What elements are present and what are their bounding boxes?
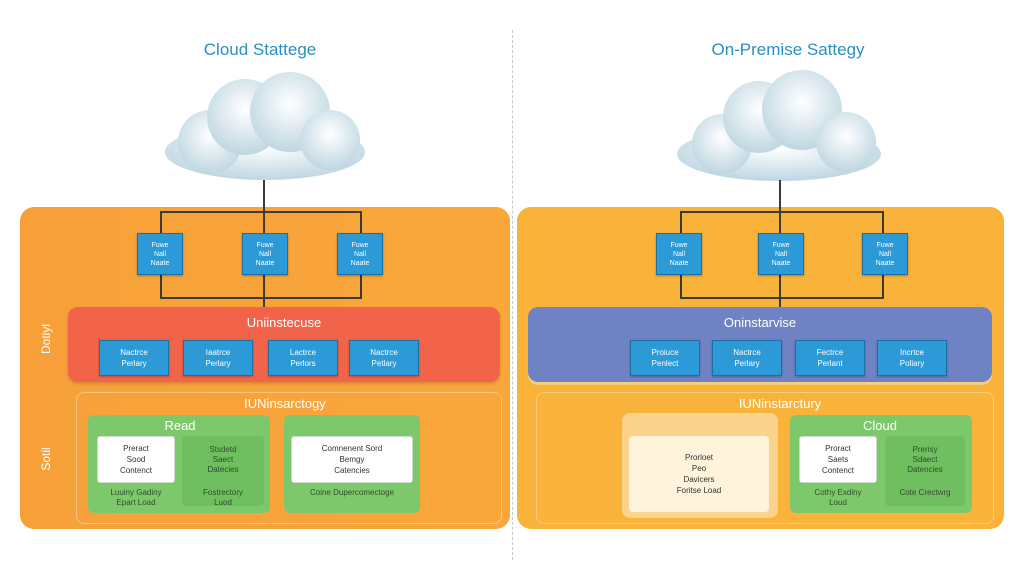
right-band-title: Oninstarvise (723, 315, 797, 330)
left-group-read-title: Read (164, 418, 196, 433)
left-bottom-bus (160, 297, 362, 299)
left-band-title: Uniinstecuse (246, 315, 322, 330)
left-band-item-1[interactable]: Nactrce Perlary (99, 340, 169, 376)
right-band-item-3[interactable]: Fectrce Perlant (795, 340, 865, 376)
left-section-title: IUNinsarctogy (244, 396, 326, 411)
right-cloud-card-b-bg (885, 436, 965, 506)
right-node-1[interactable]: Fuwe Nall Naate (656, 233, 702, 275)
left-read-card-b-bg (182, 436, 264, 506)
left-node-2[interactable]: Fuwe Nall Naate (242, 233, 288, 275)
cloud-strategy-title: Cloud Stattege (203, 40, 317, 59)
right-lower-frame (536, 392, 994, 524)
right-cloud-connector (779, 180, 781, 212)
right-cream-card[interactable]: Prorloet Peo Davicers Foritse Load (629, 436, 769, 512)
left-cloud-connector (263, 180, 265, 212)
left-node-3[interactable]: Fuwe Nall Naate (337, 233, 383, 275)
left-node-1[interactable]: Fuwe Nall Naate (137, 233, 183, 275)
left-side-label-bottom: Sotil (39, 447, 53, 471)
right-band-item-4[interactable]: Incrtce Poliary (877, 340, 947, 376)
right-band-item-1[interactable]: Proiuce Penlect (630, 340, 700, 376)
left-read-caption-b: Fostrectory Luod (202, 488, 243, 507)
left-group-2-card[interactable]: Comnenent Sord Bemgy Catencies (291, 436, 413, 483)
right-cloud-caption-a: Cothy Exdiny Loud (814, 488, 862, 507)
left-band-item-3[interactable]: Lactrce Perlors (268, 340, 338, 376)
right-bottom-bus (680, 297, 884, 299)
on-premise-strategy-title: On-Premise Sattegy (711, 40, 865, 59)
left-group-2-caption: Coine Dupercomectoge (309, 488, 395, 497)
left-top-bus (160, 211, 362, 213)
right-group-cloud-title: Cloud (863, 418, 897, 433)
left-band-item-2[interactable]: Iaatrce Perlary (183, 340, 253, 376)
left-cloud-icon (165, 72, 365, 180)
left-read-card-b[interactable]: Stsdetd Saect Datecies (207, 445, 239, 474)
left-band-item-4[interactable]: Nactrce Petlary (349, 340, 419, 376)
left-read-card-a[interactable]: Preract Sood Contenct (97, 436, 175, 483)
left-read-caption-a: Luuiny Gadiny Epart Load (110, 488, 162, 507)
left-lower-frame (76, 392, 502, 524)
right-cloud-card-a[interactable]: Proract Saets Contenct (799, 436, 877, 483)
left-side-label-top: Dotiyl (39, 324, 53, 355)
right-node-2[interactable]: Fuwe Nall Naate (758, 233, 804, 275)
right-cloud-icon (677, 70, 881, 181)
center-divider (512, 30, 513, 560)
right-node-3[interactable]: Fuwe Nall Naate (862, 233, 908, 275)
right-top-bus (680, 211, 884, 213)
right-section-title: IUNinstarctury (738, 396, 822, 411)
right-cloud-card-b[interactable]: Prerisy Sdaect Datencies (907, 445, 943, 474)
right-cloud-caption-b: Cote Crectwrg (899, 488, 951, 497)
right-band-item-2[interactable]: Nactrce Perlary (712, 340, 782, 376)
